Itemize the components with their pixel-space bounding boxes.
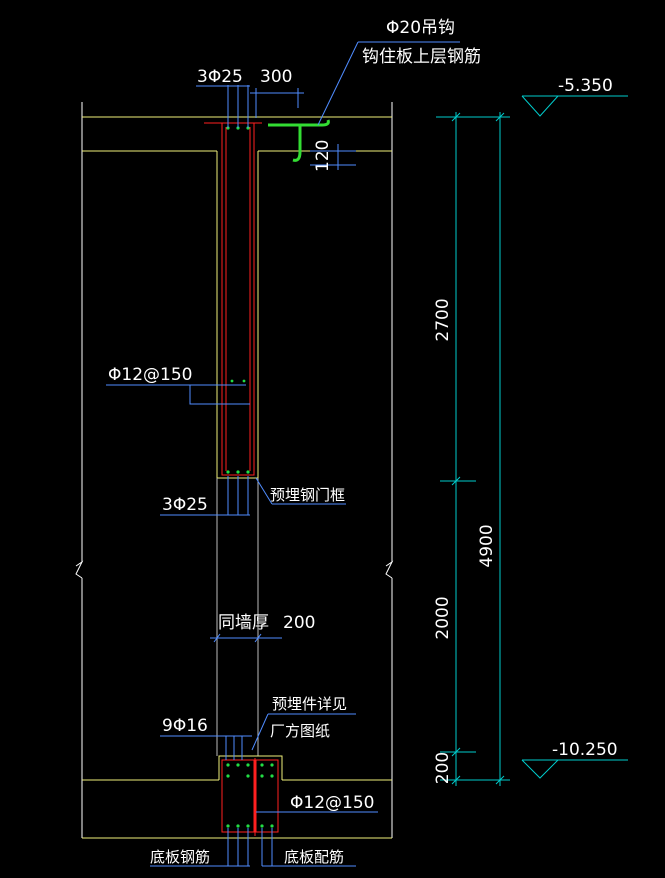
left-break-mark bbox=[75, 560, 84, 579]
door-frame-leader bbox=[255, 477, 273, 505]
dim-middle-label: 2000 bbox=[433, 596, 453, 639]
tick-5 bbox=[495, 112, 505, 122]
base-cage-right bbox=[255, 759, 279, 833]
bottom-bar-dot-3 bbox=[246, 470, 250, 474]
stirrup-lower-label: Φ12@150 bbox=[290, 793, 374, 813]
base-dot-6 bbox=[226, 774, 230, 778]
slab-dot-3 bbox=[246, 824, 250, 828]
lifting-hook bbox=[268, 119, 330, 162]
base-dot-3 bbox=[246, 763, 250, 767]
bottom-bar-dot-1 bbox=[226, 470, 230, 474]
dim-wall-tick-2 bbox=[254, 633, 262, 643]
dim-wall-tick-1 bbox=[213, 633, 221, 643]
lintel-rebar-cage bbox=[221, 122, 255, 476]
stirrup-dot-1 bbox=[230, 379, 234, 383]
tick-6 bbox=[495, 775, 505, 785]
tick-1 bbox=[451, 112, 461, 122]
wall-thickness-label: 同墙厚 bbox=[218, 613, 269, 633]
structure-outline bbox=[75, 102, 394, 839]
bottom-bars-label: 3Φ25 bbox=[162, 495, 208, 515]
base-dot-2 bbox=[236, 763, 240, 767]
rebars bbox=[204, 122, 279, 836]
slab-offset-label: 120 bbox=[313, 140, 333, 172]
labels: Φ20吊钩 钩住板上层钢筋 3Φ25 300 120 Φ12@150 3Φ25 … bbox=[108, 18, 618, 866]
hook-spec-label: Φ20吊钩 bbox=[386, 18, 455, 38]
base-cage-left bbox=[221, 759, 255, 833]
elevation-top-label: -5.350 bbox=[558, 76, 613, 96]
vertical-dimensions bbox=[436, 95, 628, 786]
hook-bar-right bbox=[300, 119, 330, 127]
slab-dist-label: 底板配筋 bbox=[284, 848, 344, 866]
leaders bbox=[106, 41, 460, 867]
right-break-mark bbox=[385, 560, 394, 579]
threshold-outline bbox=[218, 755, 283, 780]
slab-dot-5 bbox=[270, 824, 274, 828]
hook-leader-diag bbox=[317, 41, 359, 126]
embed-note-2-label: 厂方图纸 bbox=[270, 722, 330, 740]
tick-2 bbox=[451, 476, 461, 486]
base-dot-8 bbox=[260, 774, 264, 778]
base-dot-9 bbox=[270, 774, 274, 778]
bottom-bar-dot-2 bbox=[236, 470, 240, 474]
hook-note-label: 钩住板上层钢筋 bbox=[362, 47, 481, 67]
base-dot-7 bbox=[246, 774, 250, 778]
slab-dot-2 bbox=[236, 824, 240, 828]
wall-dim-label: 200 bbox=[283, 613, 315, 633]
base-dot-5 bbox=[270, 763, 274, 767]
elev-top-marker bbox=[521, 95, 559, 117]
dim-total-label: 4900 bbox=[477, 524, 497, 567]
top-bars-label: 3Φ25 bbox=[197, 67, 243, 87]
base-dot-4 bbox=[260, 763, 264, 767]
base-bars-label: 9Φ16 bbox=[162, 716, 208, 736]
door-frame-label: 预埋钢门框 bbox=[270, 486, 345, 504]
slab-dot-4 bbox=[260, 824, 264, 828]
base-dot-1 bbox=[226, 763, 230, 767]
dim-upper-label: 2700 bbox=[433, 298, 453, 341]
elevation-bottom-label: -10.250 bbox=[552, 740, 618, 760]
rebar-dots bbox=[226, 126, 274, 828]
stirrup-upper-label: Φ12@150 bbox=[108, 365, 192, 385]
stirrup-leader-drop bbox=[189, 385, 250, 405]
tick-3 bbox=[451, 747, 461, 757]
slab-dot-1 bbox=[226, 824, 230, 828]
top-offset-label: 300 bbox=[260, 67, 292, 87]
hook-bar bbox=[268, 123, 302, 162]
embed-leader bbox=[251, 713, 269, 751]
elev-bottom-marker bbox=[521, 759, 559, 779]
slab-bars-label: 底板钢筋 bbox=[150, 848, 210, 866]
dim-lower-label: 200 bbox=[433, 752, 453, 784]
embed-note-1-label: 预埋件详见 bbox=[272, 695, 347, 713]
stirrup-dot-2 bbox=[242, 379, 246, 383]
tick-4 bbox=[451, 775, 461, 785]
